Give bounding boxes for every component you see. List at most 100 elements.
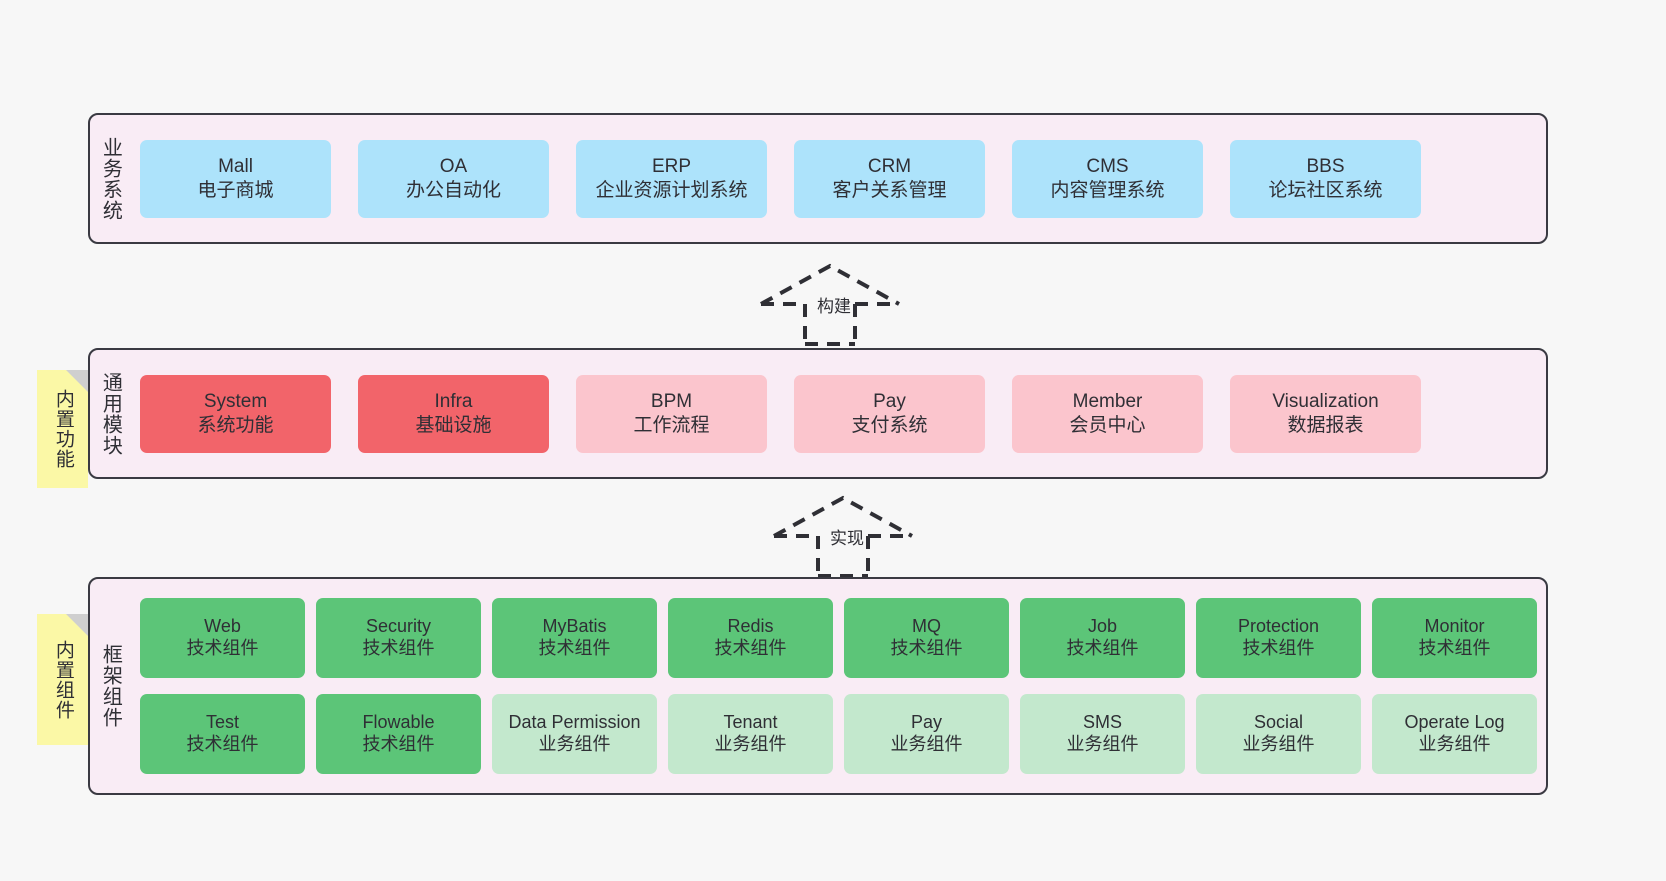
component-card-title: SMS (1082, 712, 1122, 733)
component-card-subtitle: 技术组件 (714, 638, 787, 658)
component-card-subtitle: 技术组件 (538, 638, 611, 658)
dashed-hollow-arrow-icon (760, 263, 900, 346)
component-card-title: Flowable (362, 712, 435, 733)
component-card-title: Web (204, 616, 241, 637)
component-card-subtitle: 技术组件 (186, 638, 259, 658)
sticky-note-builtin-features: 内置功能 (37, 370, 88, 488)
component-card-title: Security (365, 616, 432, 637)
component-card-title: System (203, 391, 268, 413)
component-card-title: BPM (650, 391, 693, 413)
component-card-subtitle: 工作流程 (633, 414, 710, 436)
component-card-subtitle: 技术组件 (362, 638, 435, 658)
component-card-subtitle: 技术组件 (1242, 638, 1315, 658)
component-card-title: Member (1072, 391, 1143, 413)
sticky-note-builtin-components: 内置组件 (37, 614, 88, 745)
component-card-title: OA (439, 156, 468, 178)
component-card-subtitle: 业务组件 (538, 734, 611, 754)
component-card-title: Test (205, 712, 239, 733)
layer-label-framework: 框架组件 (99, 644, 122, 728)
sticky-note-builtin-components-label: 内置组件 (52, 639, 74, 720)
component-card-subtitle: 业务组件 (1242, 734, 1315, 754)
component-card-subtitle: 技术组件 (186, 734, 259, 754)
component-card-title: Protection (1237, 616, 1320, 637)
component-card-title: CRM (867, 156, 912, 178)
component-card-subtitle: 业务组件 (1418, 734, 1491, 754)
component-card-title: CMS (1086, 156, 1129, 178)
note-fold-corner-icon (66, 614, 88, 636)
component-card-title: Monitor (1424, 616, 1485, 637)
component-card-subtitle: 基础设施 (415, 414, 492, 436)
sticky-note-builtin-features-label: 内置功能 (52, 389, 74, 469)
component-card-title: BBS (1306, 156, 1345, 178)
connector-build-label: 构建 (817, 297, 851, 316)
note-fold-corner-icon (66, 370, 88, 392)
dashed-hollow-arrow-icon (773, 495, 913, 578)
component-card-title: Redis (727, 616, 774, 637)
connector-implement: 实现 (768, 494, 918, 578)
layer-label-common: 通用模块 (99, 371, 122, 456)
component-card-subtitle: 电子商城 (197, 179, 274, 201)
component-card-title: Data Permission (508, 712, 641, 733)
component-card-subtitle: 技术组件 (1066, 638, 1139, 658)
layer-label-business: 业务系统 (99, 136, 122, 221)
component-card-subtitle: 办公自动化 (405, 179, 501, 201)
component-card-subtitle: 技术组件 (890, 638, 963, 658)
component-card-title: MyBatis (542, 616, 607, 637)
connector-implement-label: 实现 (830, 529, 864, 548)
component-card-title: Mall (218, 156, 253, 178)
component-card-title: Pay (910, 712, 943, 733)
component-card-subtitle: 企业资源计划系统 (595, 179, 748, 201)
component-card-subtitle: 业务组件 (890, 734, 963, 754)
component-card-subtitle: 内容管理系统 (1050, 179, 1165, 201)
component-card-title: MQ (912, 616, 941, 637)
component-card-title: Operate Log (1404, 712, 1505, 733)
component-card-title: Visualization (1272, 391, 1379, 413)
component-card-subtitle: 技术组件 (1418, 638, 1491, 658)
component-card-title: ERP (651, 156, 692, 178)
component-card-title: Tenant (723, 712, 778, 733)
component-card-subtitle: 业务组件 (714, 734, 787, 754)
component-card-subtitle: 数据报表 (1287, 414, 1364, 436)
connector-build: 构建 (755, 262, 905, 346)
component-card-title: Social (1253, 712, 1304, 733)
component-card-subtitle: 支付系统 (851, 414, 928, 436)
component-card-subtitle: 系统功能 (197, 414, 274, 436)
component-card-subtitle: 会员中心 (1069, 414, 1146, 436)
component-card-title: Infra (434, 391, 473, 413)
